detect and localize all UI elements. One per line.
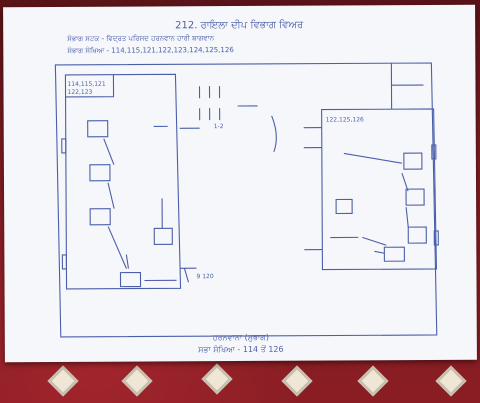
box-label: 122,123 [68,89,93,96]
left-building-label-box [65,74,115,98]
left-building [64,73,182,290]
box-label: 114,115,121 [67,81,105,88]
booth-box [87,120,109,138]
footer-text: ਸਭਾ ਸੰਖਿਆ - 114 ਤੋਂ 126 [197,344,284,354]
booth-box [153,227,173,246]
footer-text: ਹਰਨਵਾਨਾ (ਸੁਭਾਗ) [212,333,269,342]
paper-sheet: 212. ਰਾਇਲਾ ਦੀਪ ਵਿਭਾਗ ਵਿਅਰ ਸੰਭਾਗ ਸਟਕ - ਵਿ… [3,4,477,363]
booth-box [335,198,353,215]
subtitle-text: ਸੰਭਾਗ ਸਟਕ - ਵਿਦ੍ਰਤ ਪਰਿਸਦ ਹਰਨਵਾਨ ਹਾਰੀ ਬਾਗ… [66,33,215,44]
hand-drawn-site-plan: 212. ਰਾਇਲਾ ਦੀਪ ਵਿਭਾਗ ਵਿਅਰ ਸੰਭਾਗ ਸਟਕ - ਵਿ… [54,19,439,354]
booth-box [89,164,111,182]
bottom-left-label: 9 120 [196,273,213,280]
title-text: 212. ਰਾਇਲਾ ਦੀਪ ਵਿਭਾਗ ਵਿਅਰ [175,19,304,32]
outer-boundary [54,62,438,338]
booth-box [403,152,423,170]
booth-box [383,246,405,262]
right-building [321,108,438,271]
booth-box [119,271,142,288]
booth-box [407,226,427,244]
booth-box [89,208,111,226]
middle-label: 1-2 [214,123,224,130]
booth-box [405,188,425,206]
right-box-label: 122,125,126 [326,116,364,123]
subtitle-text: ਸੰਭਾਗ ਸੰਖਿਆ - 114,115,121,122,123,124,12… [66,45,234,55]
